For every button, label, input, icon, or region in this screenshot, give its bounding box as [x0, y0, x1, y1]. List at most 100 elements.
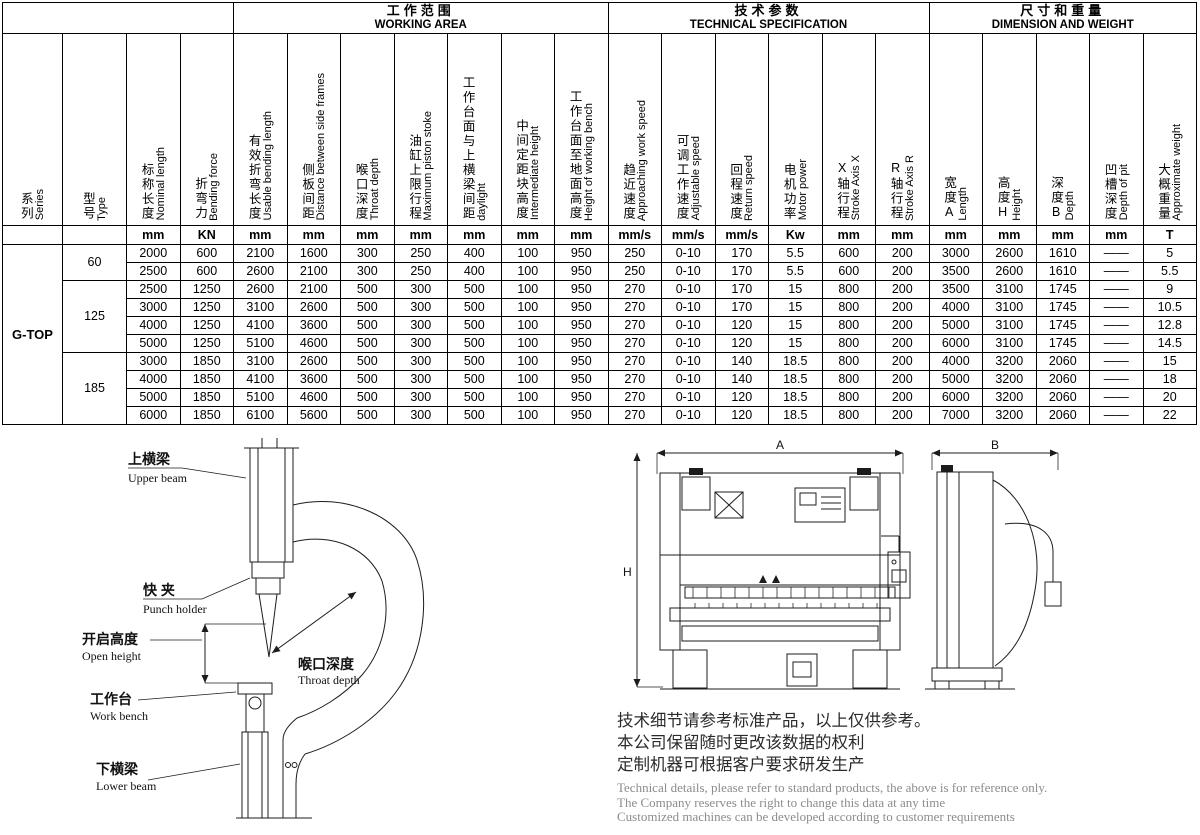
value-cell-pit-depth: ——	[1089, 405, 1144, 425]
value-cell-adjustable-speed: 0-10	[661, 351, 716, 371]
value-cell-depth-b: 1745	[1035, 297, 1090, 317]
unit-cell-series	[2, 224, 63, 245]
unit-cell-daylight: mm	[447, 224, 502, 245]
upper-beam-label-zh: 上横梁	[128, 451, 171, 467]
unit-cell-max-piston-stroke: mm	[393, 224, 448, 245]
column-header-en: Type	[95, 196, 108, 221]
value-cell-usable-bending-length: 3100	[233, 351, 288, 371]
value-cell-stroke-axis-r: 200	[875, 261, 930, 281]
value-cell-stroke-axis-x: 800	[821, 405, 876, 425]
value-cell-return-speed: 140	[714, 351, 769, 371]
work-bench-label-zh: 工作台	[90, 691, 132, 707]
value-cell-stroke-axis-r: 200	[875, 369, 930, 389]
value-cell-motor-power: 18.5	[768, 387, 823, 407]
value-cell-nominal-length: 2500	[126, 279, 181, 299]
upper-beam-shape	[244, 438, 299, 563]
column-header-zh: 宽度A	[942, 175, 957, 221]
column-header-en: Approximate weight	[1171, 123, 1184, 221]
unit-cell-intermediate-height: mm	[500, 224, 555, 245]
value-cell-width-a: 4000	[928, 297, 983, 317]
value-cell-usable-bending-length: 3100	[233, 297, 288, 317]
column-header-zh: 工作台面与上横梁间距	[460, 75, 475, 221]
value-cell-max-piston-stroke: 300	[393, 333, 448, 353]
unit-cell-throat-depth: mm	[340, 224, 395, 245]
leader-lines	[128, 467, 251, 781]
value-cell-throat-depth: 500	[340, 279, 395, 299]
profile-labels: 上横梁 Upper beam 快 夹 Punch holder 开启高度 Ope…	[82, 451, 360, 793]
value-cell-daylight: 500	[447, 405, 502, 425]
value-cell-motor-power: 18.5	[768, 405, 823, 425]
value-cell-approaching-speed: 250	[607, 261, 662, 281]
value-cell-intermediate-height: 100	[500, 243, 555, 263]
value-cell-throat-depth: 300	[340, 243, 395, 263]
value-cell-working-bench-height: 950	[554, 351, 609, 371]
value-cell-distance-between-side-frames: 3600	[286, 369, 341, 389]
type-cell-185: 185	[62, 351, 127, 425]
value-cell-daylight: 500	[447, 297, 502, 317]
column-header-en: Depth	[1064, 191, 1077, 221]
value-cell-approx-weight: 5	[1142, 243, 1197, 263]
column-header-zh: 可调工作速度	[674, 133, 689, 221]
value-cell-daylight: 500	[447, 333, 502, 353]
column-header-zh: 喉口深度	[353, 162, 368, 221]
column-header-en: Adjustable speed	[689, 136, 702, 221]
unit-cell-bending-force: KN	[179, 224, 234, 245]
value-cell-return-speed: 170	[714, 243, 769, 263]
dim-label-a: A	[776, 438, 784, 452]
unit-cell-working-bench-height: mm	[554, 224, 609, 245]
value-cell-stroke-axis-r: 200	[875, 333, 930, 353]
group-title-zh: 工作范围	[386, 3, 455, 18]
value-cell-approaching-speed: 270	[607, 297, 662, 317]
value-cell-width-a: 6000	[928, 387, 983, 407]
value-cell-distance-between-side-frames: 5600	[286, 405, 341, 425]
value-cell-usable-bending-length: 2600	[233, 279, 288, 299]
value-cell-approx-weight: 9	[1142, 279, 1197, 299]
value-cell-working-bench-height: 950	[554, 261, 609, 281]
press-profile-drawing: 上横梁 Upper beam 快 夹 Punch holder 开启高度 Ope…	[82, 438, 425, 819]
unit-cell-return-speed: mm/s	[714, 224, 769, 245]
footer-zh-line: 定制机器可根据客户要求研发生产	[617, 755, 865, 775]
value-cell-width-a: 3000	[928, 243, 983, 263]
value-cell-stroke-axis-r: 200	[875, 315, 930, 335]
footer-en-line: The Company reserves the right to change…	[617, 794, 946, 810]
value-cell-approaching-speed: 270	[607, 369, 662, 389]
value-cell-usable-bending-length: 5100	[233, 387, 288, 407]
value-cell-depth-b: 2060	[1035, 369, 1090, 389]
value-cell-throat-depth: 500	[340, 351, 395, 371]
value-cell-stroke-axis-x: 800	[821, 387, 876, 407]
group-header-working-area: 工作范围 WORKING AREA	[233, 2, 609, 34]
value-cell-stroke-axis-x: 800	[821, 351, 876, 371]
side-view	[925, 465, 1062, 690]
value-cell-approaching-speed: 270	[607, 387, 662, 407]
value-cell-height-h: 3200	[982, 351, 1037, 371]
value-cell-max-piston-stroke: 250	[393, 261, 448, 281]
value-cell-nominal-length: 3000	[126, 297, 181, 317]
value-cell-width-a: 5000	[928, 315, 983, 335]
unit-cell-approaching-speed: mm/s	[607, 224, 662, 245]
value-cell-working-bench-height: 950	[554, 297, 609, 317]
value-cell-usable-bending-length: 5100	[233, 333, 288, 353]
value-cell-stroke-axis-x: 600	[821, 243, 876, 263]
value-cell-return-speed: 140	[714, 369, 769, 389]
value-cell-distance-between-side-frames: 2100	[286, 279, 341, 299]
value-cell-pit-depth: ——	[1089, 387, 1144, 407]
value-cell-bending-force: 1250	[179, 279, 234, 299]
value-cell-working-bench-height: 950	[554, 315, 609, 335]
value-cell-motor-power: 15	[768, 297, 823, 317]
value-cell-return-speed: 170	[714, 261, 769, 281]
value-cell-width-a: 5000	[928, 369, 983, 389]
value-cell-max-piston-stroke: 300	[393, 369, 448, 389]
